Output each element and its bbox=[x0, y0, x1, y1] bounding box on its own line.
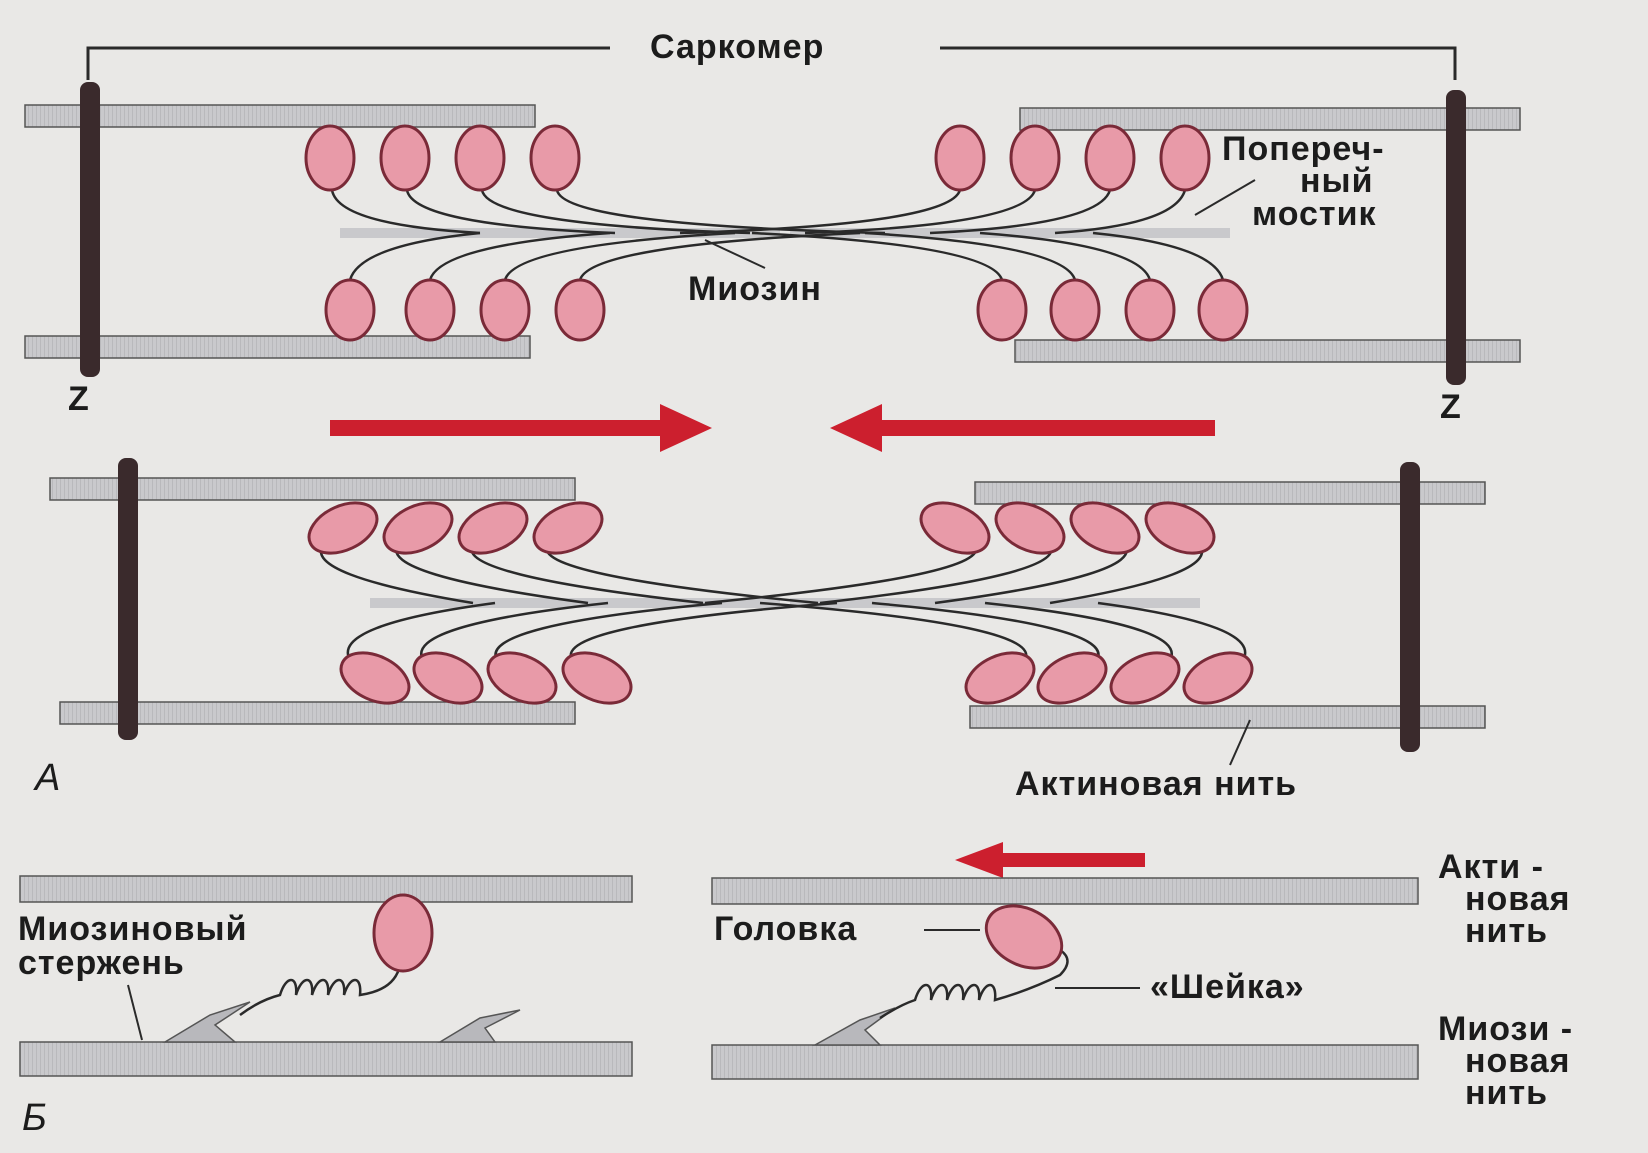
myosin-head bbox=[556, 280, 604, 340]
myosin-head bbox=[1176, 643, 1260, 713]
sarcomere-label: Саркомер bbox=[650, 28, 824, 66]
cross-bridge-label: мостик bbox=[1252, 195, 1377, 233]
myosin-head bbox=[976, 893, 1073, 980]
myosin-head bbox=[1051, 280, 1099, 340]
myosin-neck bbox=[760, 603, 1026, 660]
actin-filament-label: Актиновая нить bbox=[1015, 765, 1297, 803]
myosin-neck bbox=[557, 190, 885, 233]
z-line bbox=[118, 458, 138, 740]
myosin-head bbox=[531, 126, 579, 190]
z-line bbox=[1400, 462, 1420, 752]
myosin-head bbox=[1161, 126, 1209, 190]
myosin-neck-spring bbox=[240, 965, 400, 1015]
myosin-head bbox=[978, 280, 1026, 340]
myosin-label: Миозин bbox=[688, 270, 822, 308]
myosin-filament bbox=[20, 1042, 632, 1076]
head-label: Головка bbox=[714, 910, 857, 948]
actin-filament-label: нить bbox=[1465, 912, 1548, 950]
myosin-neck bbox=[407, 190, 615, 233]
myosin-filament bbox=[712, 1045, 1418, 1079]
myosin-head bbox=[376, 493, 460, 563]
myosin-rod-label: стержень bbox=[18, 944, 185, 982]
myosin-head bbox=[381, 126, 429, 190]
myosin-neck bbox=[495, 603, 722, 660]
myosin-rod-stub bbox=[165, 1002, 250, 1042]
myosin-head bbox=[958, 643, 1042, 713]
myosin-neck bbox=[430, 233, 610, 280]
actin-filament bbox=[1020, 108, 1520, 130]
myosin-neck bbox=[571, 603, 837, 660]
myosin-neck bbox=[980, 233, 1150, 280]
myosin-head bbox=[526, 493, 610, 563]
myosin-head bbox=[1126, 280, 1174, 340]
myosin-head bbox=[301, 493, 385, 563]
myosin-head bbox=[936, 126, 984, 190]
myosin-head bbox=[374, 895, 432, 971]
actin-filament bbox=[25, 105, 535, 127]
myosin-neck bbox=[1055, 190, 1185, 233]
myosin-head bbox=[1011, 126, 1059, 190]
z-label: Z bbox=[68, 380, 90, 418]
z-label: Z bbox=[1440, 388, 1462, 426]
myosin-head bbox=[326, 280, 374, 340]
actin-filament bbox=[25, 336, 530, 358]
myosin-head bbox=[1030, 643, 1114, 713]
arrow-left bbox=[830, 404, 1215, 452]
myosin-rod-label: Миозиновый bbox=[18, 910, 248, 948]
leader-line bbox=[128, 985, 142, 1040]
cross-bridge-cycle: Миозиновый стержень Головка «Шейка» Акти… bbox=[18, 842, 1573, 1139]
arrow-left bbox=[955, 842, 1145, 878]
z-line bbox=[80, 82, 100, 377]
arrow-right bbox=[330, 404, 712, 452]
sarcomere-contracted: А Актиновая нить bbox=[33, 458, 1485, 803]
myosin-neck bbox=[472, 545, 703, 603]
leader-line bbox=[705, 240, 765, 268]
neck-label: «Шейка» bbox=[1150, 968, 1305, 1006]
myosin-head bbox=[456, 126, 504, 190]
myosin-head bbox=[1103, 643, 1187, 713]
sarcomere-relaxed: Саркомер Z Z Попереч- ный мостик Миозин bbox=[25, 28, 1520, 426]
panel-label-b: Б bbox=[22, 1097, 47, 1139]
actin-filament bbox=[20, 876, 632, 902]
leader-line bbox=[1195, 180, 1255, 215]
actin-filament bbox=[712, 878, 1418, 904]
myosin-filament-label: нить bbox=[1465, 1074, 1548, 1112]
myosin-rod-stub bbox=[815, 1008, 895, 1045]
myosin-head bbox=[451, 493, 535, 563]
actin-filament bbox=[1015, 340, 1520, 362]
z-line bbox=[1446, 90, 1466, 385]
myosin-head bbox=[1086, 126, 1134, 190]
myosin-neck bbox=[421, 603, 608, 660]
myosin-head bbox=[481, 280, 529, 340]
myosin-rod-stub bbox=[440, 1010, 520, 1042]
contraction-arrows bbox=[330, 404, 1215, 452]
myosin-head bbox=[1199, 280, 1247, 340]
panel-label-a: А bbox=[33, 757, 60, 799]
myosin-head bbox=[406, 280, 454, 340]
myosin-neck bbox=[1093, 233, 1223, 280]
myosin-neck bbox=[332, 190, 480, 233]
myosin-neck bbox=[820, 545, 1051, 603]
myosin-head bbox=[306, 126, 354, 190]
